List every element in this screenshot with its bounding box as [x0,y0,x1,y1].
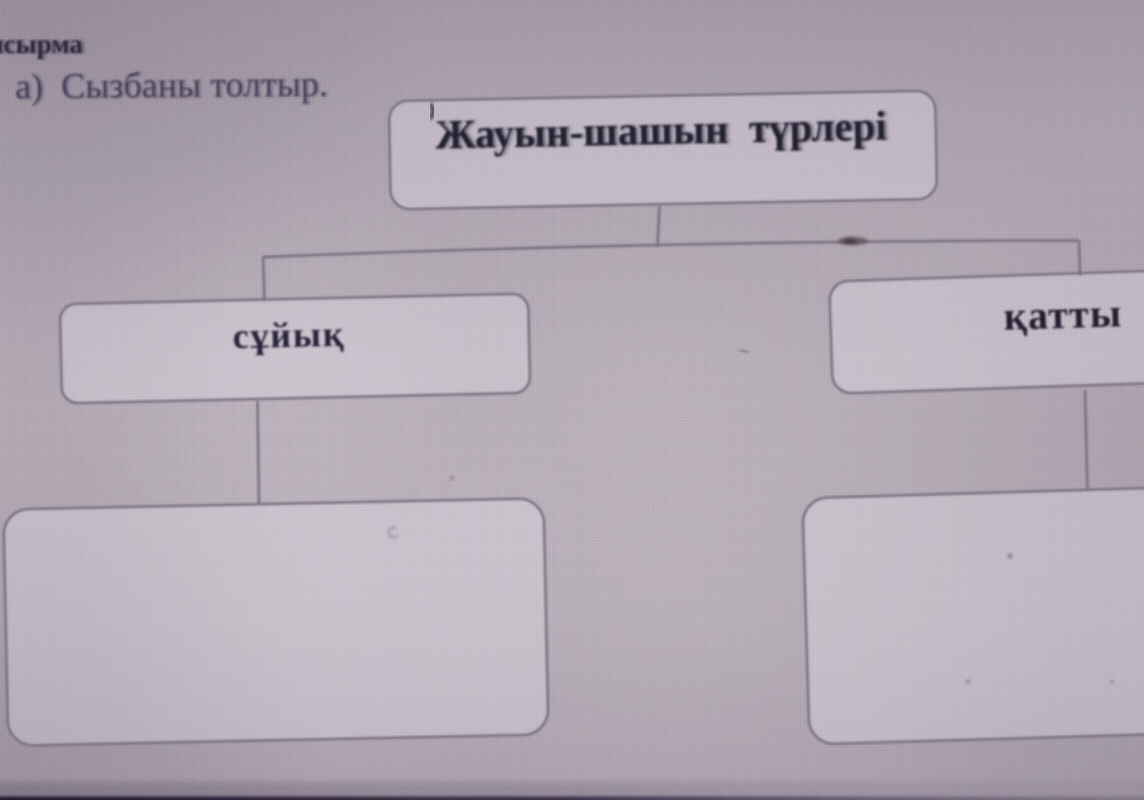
svg-text:сұйық: сұйық [232,314,345,357]
svg-text:псырма: псырма [0,29,86,59]
svg-text:а) Сызбаны толтыр.: а) Сызбаны толтыр. [17,64,330,107]
svg-text:Жауын-шашын түрлері: Жауын-шашын түрлері [435,102,887,157]
svg-text:қатты: қатты [1003,290,1123,338]
svg-text:Жауын-шашын түрлері: Жауын-шашын түрлері [438,102,890,157]
svg-text:псырма: псырма [0,29,83,59]
svg-text:а) Сызбаны толтыр.: а) Сызбаны толтыр. [15,64,328,107]
